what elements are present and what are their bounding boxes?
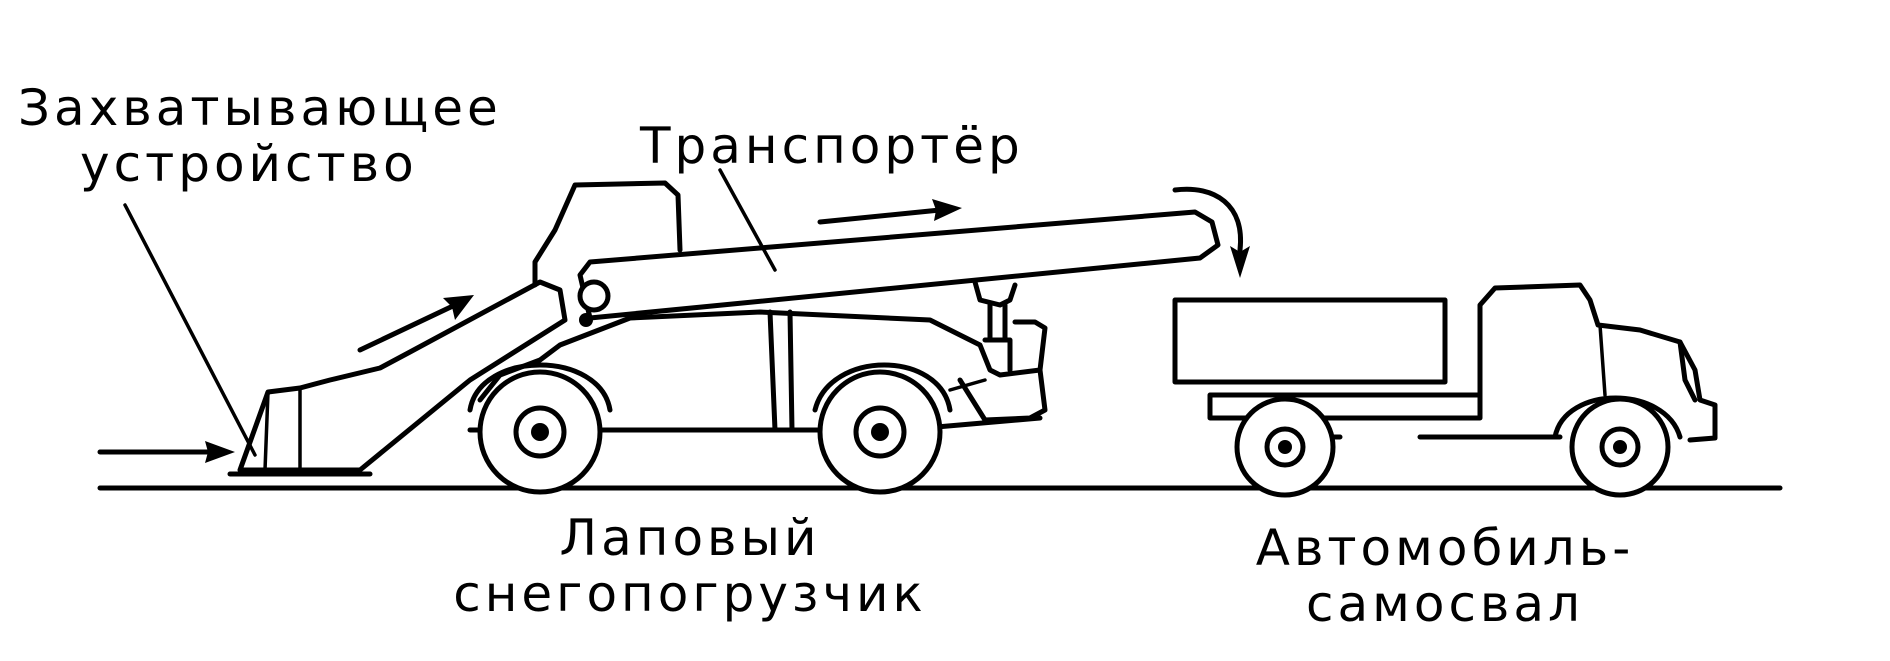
conveyor-leader-line bbox=[718, 168, 777, 272]
loader-body bbox=[477, 309, 1048, 403]
conveyor-label-text: Транспортёр bbox=[640, 117, 1024, 175]
loader-front-wheel bbox=[817, 369, 943, 495]
truck-rear-wheel bbox=[1234, 396, 1336, 498]
conveyor-boom bbox=[577, 209, 1221, 321]
dump-truck-label-line1: Автомобиль- bbox=[1255, 519, 1635, 577]
snow-loader-label: Лаповый снегопогрузчик bbox=[410, 510, 970, 622]
snow-intake-arrow bbox=[97, 441, 235, 463]
dump-truck-cab bbox=[1477, 282, 1718, 443]
dump-truck-body bbox=[1172, 297, 1448, 385]
grabbing-device-label: Захватывающее устройство bbox=[18, 80, 502, 192]
snow-loader-label-line2: снегопогрузчик bbox=[453, 565, 927, 623]
grabbing-device bbox=[237, 279, 568, 473]
conveyor-label: Транспортёр bbox=[640, 118, 1024, 174]
dump-truck-label-line2: самосвал bbox=[1306, 575, 1584, 633]
dump-truck-label: Автомобиль- самосвал bbox=[1215, 520, 1675, 632]
grabber-leader-line bbox=[123, 203, 257, 457]
loader-rear-wheel bbox=[477, 369, 603, 495]
snow-loader bbox=[227, 180, 1250, 495]
dump-truck bbox=[1172, 282, 1718, 498]
unload-arrow bbox=[1172, 186, 1250, 278]
grabbing-device-label-line1: Захватывающее bbox=[18, 79, 502, 137]
truck-front-wheel bbox=[1569, 396, 1671, 498]
conveyor-motion-arrow bbox=[817, 199, 962, 225]
loader-cab bbox=[532, 180, 683, 288]
snow-loader-label-line1: Лаповый bbox=[559, 509, 821, 567]
apron-motion-arrow bbox=[357, 295, 474, 353]
grabbing-device-label-line2: устройство bbox=[80, 135, 418, 193]
